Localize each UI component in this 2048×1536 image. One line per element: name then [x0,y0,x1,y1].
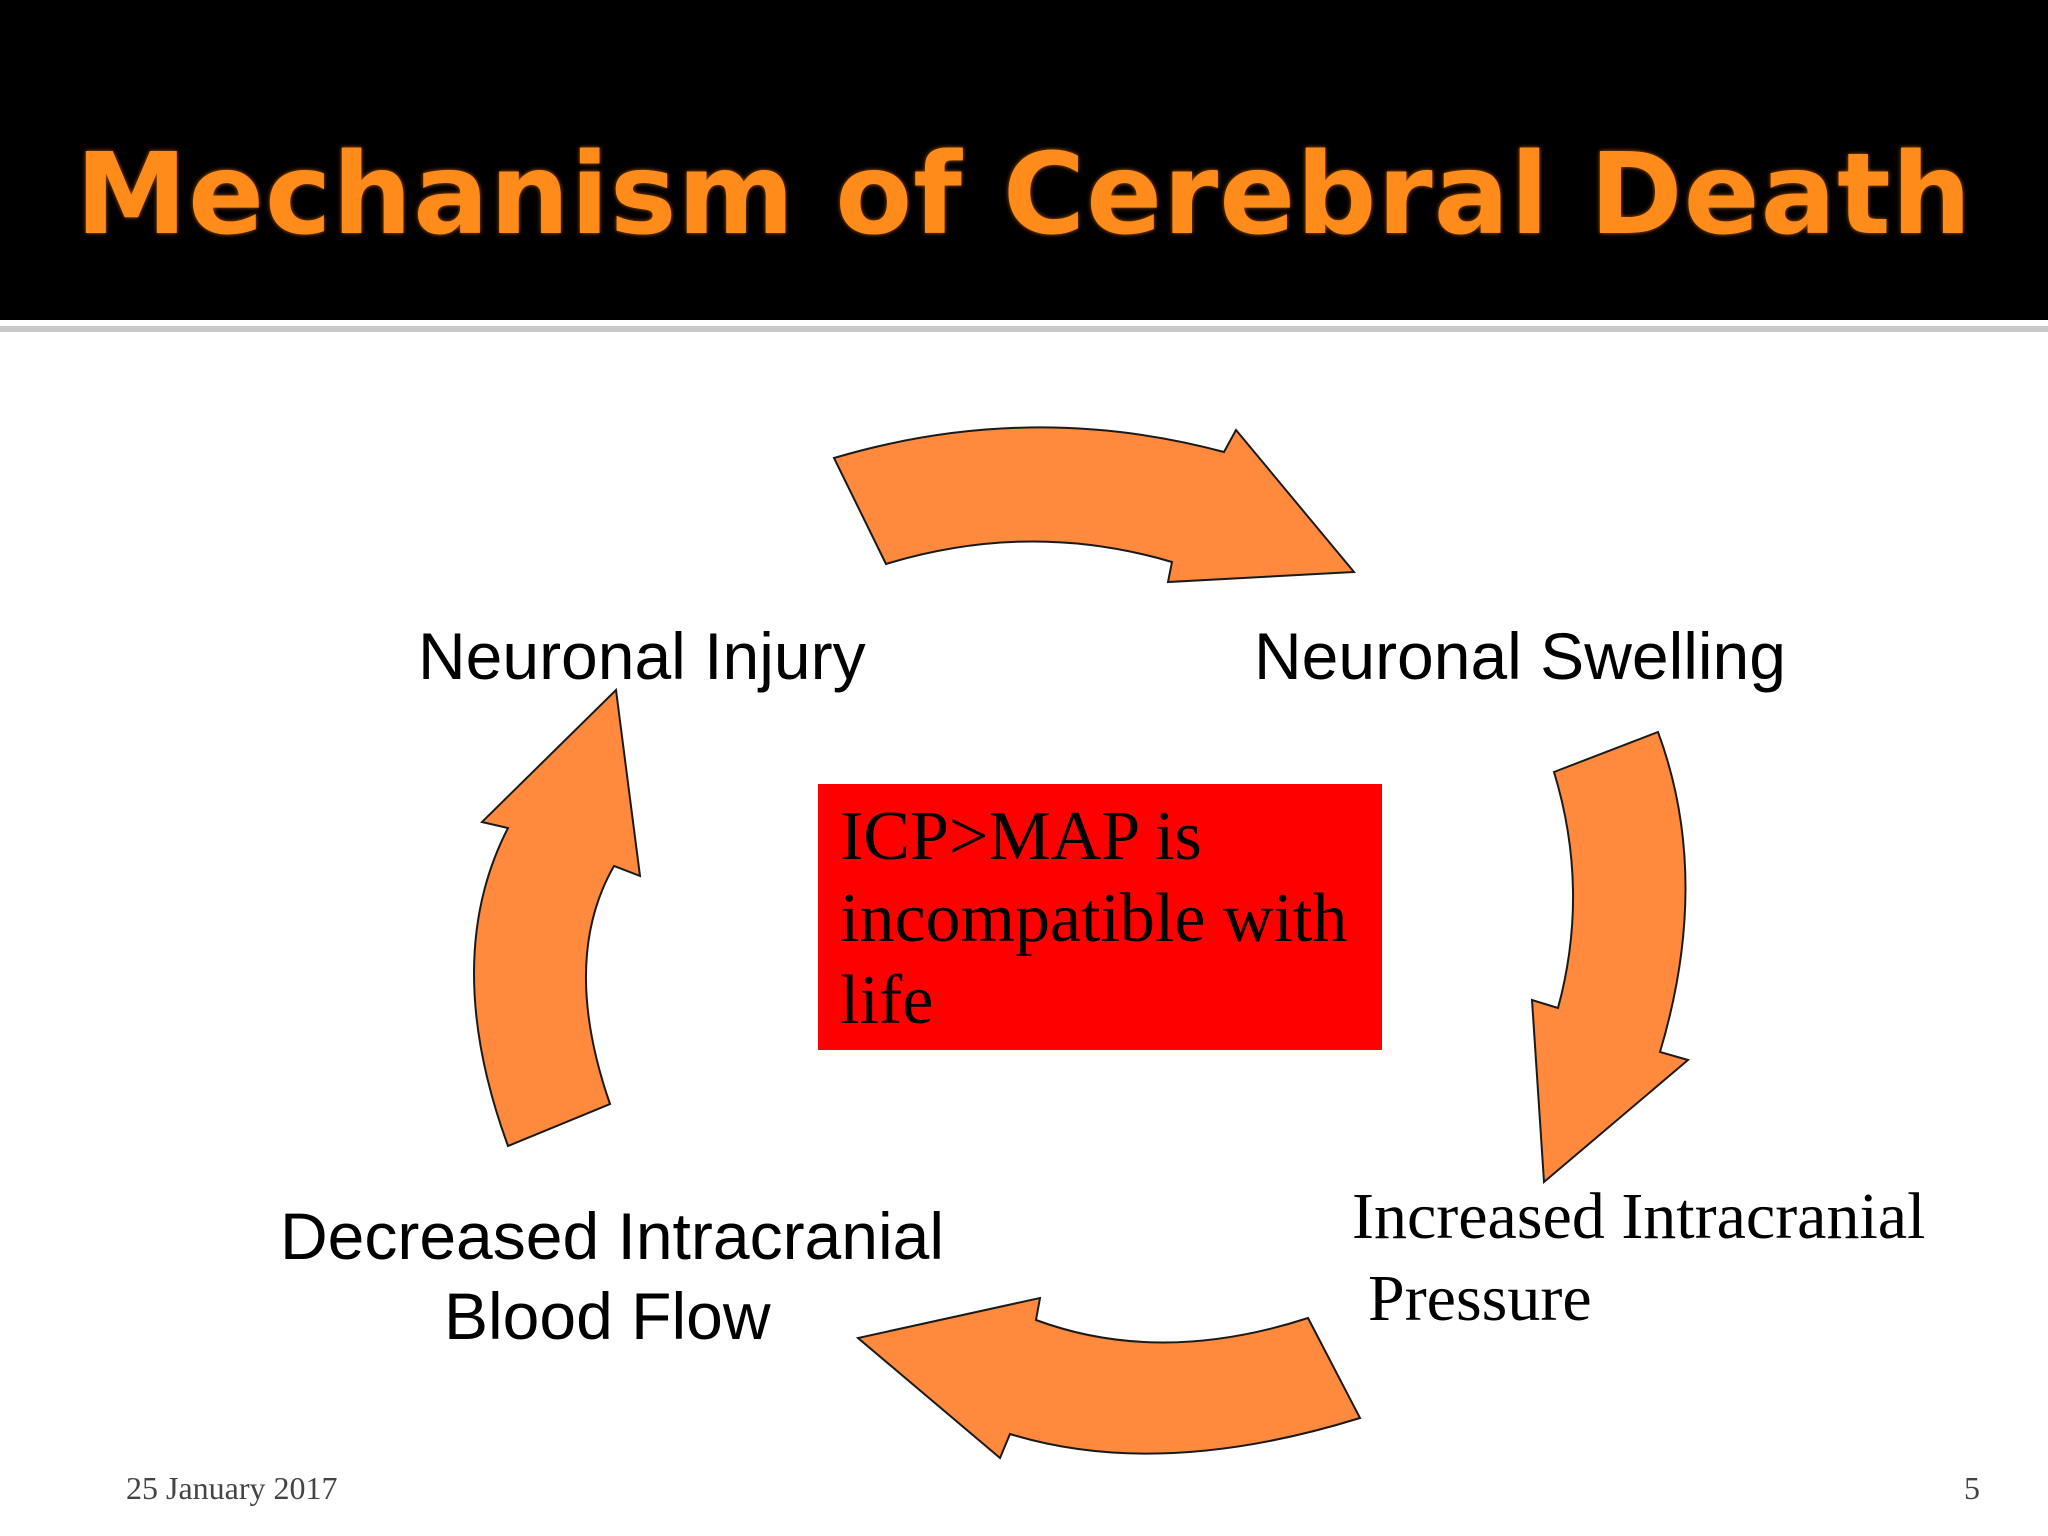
node-decreased-flow-line1: Decreased Intracranial [280,1199,944,1273]
node-increased-icp-line1: Increased Intracranial [1352,1180,1926,1253]
footer-date: 25 January 2017 [126,1470,338,1506]
arrow-swelling-to-pressure [1530,730,1691,1185]
center-callout-line2: incompatible with [840,880,1348,957]
node-increased-icp-line2: Pressure [1368,1262,1592,1335]
arrow-pressure-to-flow [855,1296,1362,1460]
slide-title: Mechanism of Cerebral Death [75,130,1973,260]
center-callout-line1: ICP>MAP is [840,798,1202,875]
arrow-flow-to-injury [473,687,642,1148]
center-callout: ICP>MAP is incompatible with life [818,784,1382,1050]
center-callout-line3: life [840,962,934,1039]
node-neuronal-swelling: Neuronal Swelling [1254,619,1786,693]
arrow-injury-to-swelling [832,426,1357,584]
node-neuronal-injury: Neuronal Injury [418,619,866,693]
title-divider [0,326,2048,332]
node-decreased-flow-line2: Blood Flow [444,1279,771,1353]
title-bar: Mechanism of Cerebral Death [0,0,2048,320]
footer-page-number: 5 [1964,1470,1980,1506]
